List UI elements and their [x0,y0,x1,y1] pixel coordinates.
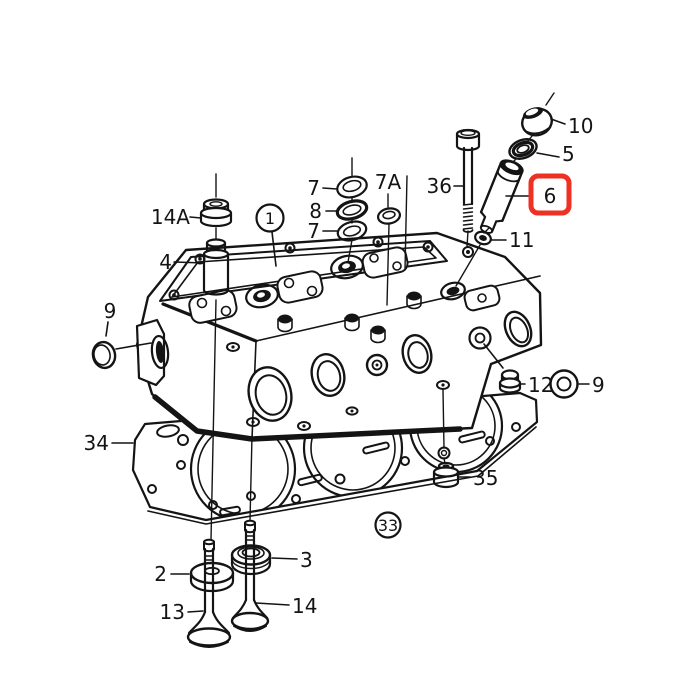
callout-13[interactable]: 13 [160,600,185,624]
injector-cap-10 [521,92,555,137]
seal-11 [455,227,492,287]
head-shadow [152,394,463,442]
callout-3[interactable]: 3 [300,548,313,572]
leader-14a [189,216,202,219]
callout-8[interactable]: 8 [309,199,322,223]
plug-12-hole [468,326,492,350]
leader-13 [187,610,204,613]
callout-9-right[interactable]: 9 [592,373,605,397]
callout-14a[interactable]: 14A [151,205,190,229]
callout-2[interactable]: 2 [154,562,167,586]
leader-1 [271,231,277,267]
callout-14[interactable]: 14 [292,594,317,618]
spring-seat-3 [230,544,272,576]
leader-14 [255,602,290,606]
callout-10[interactable]: 10 [568,114,593,138]
seal-ring-5 [508,135,538,164]
callout-35[interactable]: 35 [473,466,498,490]
callout-4[interactable]: 4 [159,250,172,274]
callout-labels: 14A 4 1 7 8 7 7A 36 10 5 6 11 9 12 9 34 … [84,114,605,624]
callout-6[interactable]: 6 [544,184,557,208]
rail-bolt-holes [168,236,434,301]
leader-5 [536,152,560,158]
stud-bosses [277,291,422,344]
front-bolt-holes [226,246,474,431]
callout-7-bottom[interactable]: 7 [307,219,320,243]
leader-7-top [322,187,338,190]
callout-12[interactable]: 12 [528,373,553,397]
callout-1-circle [255,203,285,233]
callout-7-top[interactable]: 7 [307,176,320,200]
intake-valve-13 [186,538,232,648]
plug-12 [483,343,522,394]
valve-cap-14a [199,173,233,241]
callout-33-circle [374,511,402,539]
leader-4 [173,261,205,264]
front-face-ports [247,310,533,422]
leader-10 [550,118,566,125]
callout-9-left[interactable]: 9 [104,299,117,323]
callout-11[interactable]: 11 [509,228,534,252]
exhaust-valve-14 [230,519,270,632]
seal-ring-9-right [549,369,579,399]
left-face-boss [135,318,170,387]
callout-36[interactable]: 36 [427,174,452,198]
callout-7a[interactable]: 7A [375,170,402,194]
callout-5[interactable]: 5 [562,142,575,166]
seal-7a [376,193,402,306]
valve-cover-rail [159,240,448,302]
washer-stack [335,157,369,263]
callout-34[interactable]: 34 [84,431,109,455]
valve-guide-4 [202,238,230,296]
callout-1[interactable]: 1 [265,209,275,228]
bolt-36-hole [462,246,474,258]
plug-35 [432,461,460,489]
stud-bolt-36 [455,128,481,248]
injector-sleeve-6 [479,159,524,234]
cylinder-head-drawing [135,231,543,442]
highlight-box-part-6 [528,173,572,216]
leader-9-left [105,321,109,337]
leader-3 [271,557,298,560]
callout-33[interactable]: 33 [378,516,398,535]
plug-9-left [91,340,152,370]
rocker-pedestals [188,246,501,324]
injector-bosses [245,254,466,309]
callout-leader-lines [105,118,590,613]
